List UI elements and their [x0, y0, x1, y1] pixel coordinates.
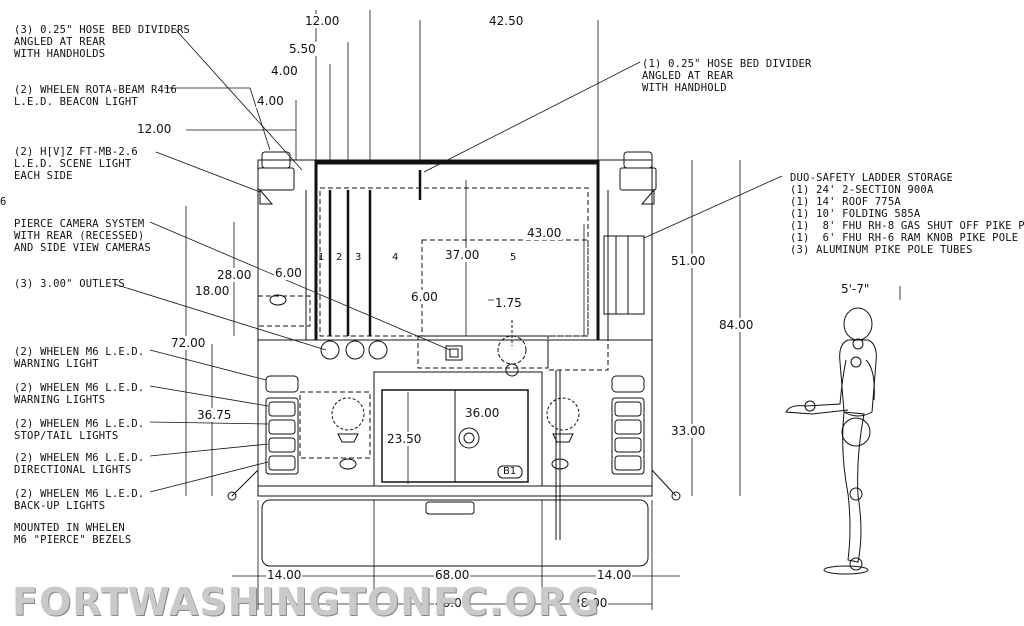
dim-33: 33.00 [670, 424, 707, 438]
single-divider-callout: (1) 0.25" HOSE BED DIVIDER ANGLED AT REA… [642, 58, 812, 94]
directional-callout: (2) WHELEN M6 L.E.D. DIRECTIONAL LIGHTS [14, 452, 145, 476]
dim-6-00-b: 6.00 [410, 290, 439, 304]
ladder-storage-callout: DUO-SAFETY LADDER STORAGE (1) 24' 2-SECT… [790, 172, 1024, 256]
human-scale-figure [785, 307, 877, 575]
compartment-number-4: 4 [392, 252, 399, 263]
dim-40: 40.00 [434, 596, 471, 610]
dim-51: 51.00 [670, 254, 707, 268]
watermark-text: FORTWASHINGTONFC.ORG [12, 580, 601, 624]
right-light-column [611, 397, 645, 475]
warning-lights-callout: (2) WHELEN M6 L.E.D. WARNING LIGHTS [14, 382, 145, 406]
camera-system-callout: PIERCE CAMERA SYSTEM WITH REAR (RECESSED… [14, 218, 151, 254]
stop-tail-callout: (2) WHELEN M6 L.E.D. STOP/TAIL LIGHTS [14, 418, 145, 442]
hose-bed-dividers-callout: (3) 0.25" HOSE BED DIVIDERS ANGLED AT RE… [14, 24, 191, 60]
right-warning-light [611, 375, 645, 393]
rear-step [261, 499, 649, 567]
warning-light-callout: (2) WHELEN M6 L.E.D. WARNING LIGHT [14, 346, 145, 370]
dim-12-left: 12.00 [136, 122, 173, 136]
dim-1-75: 1.75 [494, 296, 523, 310]
panel-label-b1: B1 [503, 466, 517, 477]
compartment-number-3: 3 [355, 252, 362, 263]
outlets-callout: (3) 3.00" OUTLETS [14, 278, 125, 290]
dim-12-top: 12.00 [304, 14, 341, 28]
dim-4-00-b: 4.00 [256, 94, 285, 108]
backup-callout: (2) WHELEN M6 L.E.D. BACK-UP LIGHTS [14, 488, 145, 512]
dim-28: 28.00 [216, 268, 253, 282]
dim-36-00: 36.00 [464, 406, 501, 420]
compartment-number-5: 5 [510, 252, 517, 263]
dim-84: 84.00 [718, 318, 755, 332]
ladder-storage-rack [603, 235, 645, 315]
outlet-3 [368, 340, 388, 360]
rear-compartment-outline [373, 371, 543, 487]
compartment-number-2: 2 [336, 252, 343, 263]
dim-36-75: 36.75 [196, 408, 233, 422]
dim-42-50: 42.50 [488, 14, 525, 28]
dim-23-50: 23.50 [386, 432, 423, 446]
dim-43: 43.00 [526, 226, 563, 240]
compartment-number-1: 1 [318, 252, 325, 263]
human-height-dim: 5'-7" [840, 282, 871, 296]
scene-light-callout: (2) H[V]Z FT-MB-2.6 L.E.D. SCENE LIGHT E… [14, 146, 138, 182]
dim-72: 72.00 [170, 336, 207, 350]
outlet-2 [345, 340, 365, 360]
dim-18: 18.00 [194, 284, 231, 298]
rear-camera [445, 345, 463, 361]
dim-14-b: 14.00 [596, 568, 633, 582]
dim-6-00-a: 6.00 [274, 266, 303, 280]
center-handle [458, 427, 480, 449]
edge-mark: 6 [0, 196, 7, 208]
bezels-note: MOUNTED IN WHELEN M6 "PIERCE" BEZELS [14, 522, 132, 546]
outlet-1 [320, 340, 340, 360]
dim-68: 68.00 [434, 568, 471, 582]
left-light-column [265, 397, 299, 475]
dim-4-00-a: 4.00 [270, 64, 299, 78]
beacon-light-callout: (2) WHELEN ROTA-BEAM R416 L.E.D. BEACON … [14, 84, 178, 108]
dim-14-a: 14.00 [266, 568, 303, 582]
dim-28-bottom: 28.00 [572, 596, 609, 610]
dim-5-50: 5.50 [288, 42, 317, 56]
left-warning-light [265, 375, 299, 393]
dim-37: 37.00 [444, 248, 481, 262]
